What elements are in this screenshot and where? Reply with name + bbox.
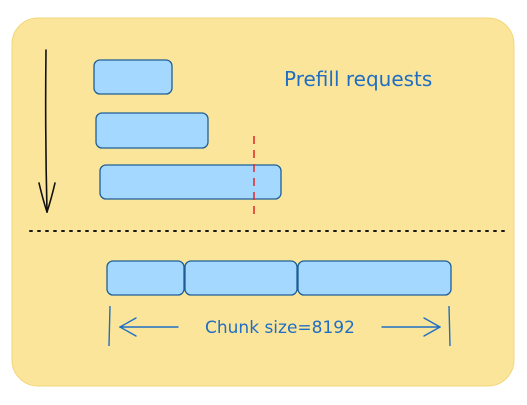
- chunk-left-bound: [108, 305, 111, 347]
- down-arrow-icon: [38, 49, 56, 213]
- chunk-segment-1: [106, 260, 185, 296]
- prefill-request-2: [95, 112, 209, 149]
- left-arrow-icon: [119, 317, 179, 337]
- diagram-title: Prefill requests: [284, 67, 432, 91]
- chunk-size-label: Chunk size=8192: [205, 318, 355, 338]
- prefill-request-1: [93, 59, 173, 95]
- chunk-right-bound: [448, 305, 451, 347]
- chunk-segment-3: [297, 260, 452, 296]
- prefill-request-3: [99, 164, 282, 200]
- chunk-segment-2: [184, 260, 298, 296]
- right-arrow-icon: [381, 317, 441, 337]
